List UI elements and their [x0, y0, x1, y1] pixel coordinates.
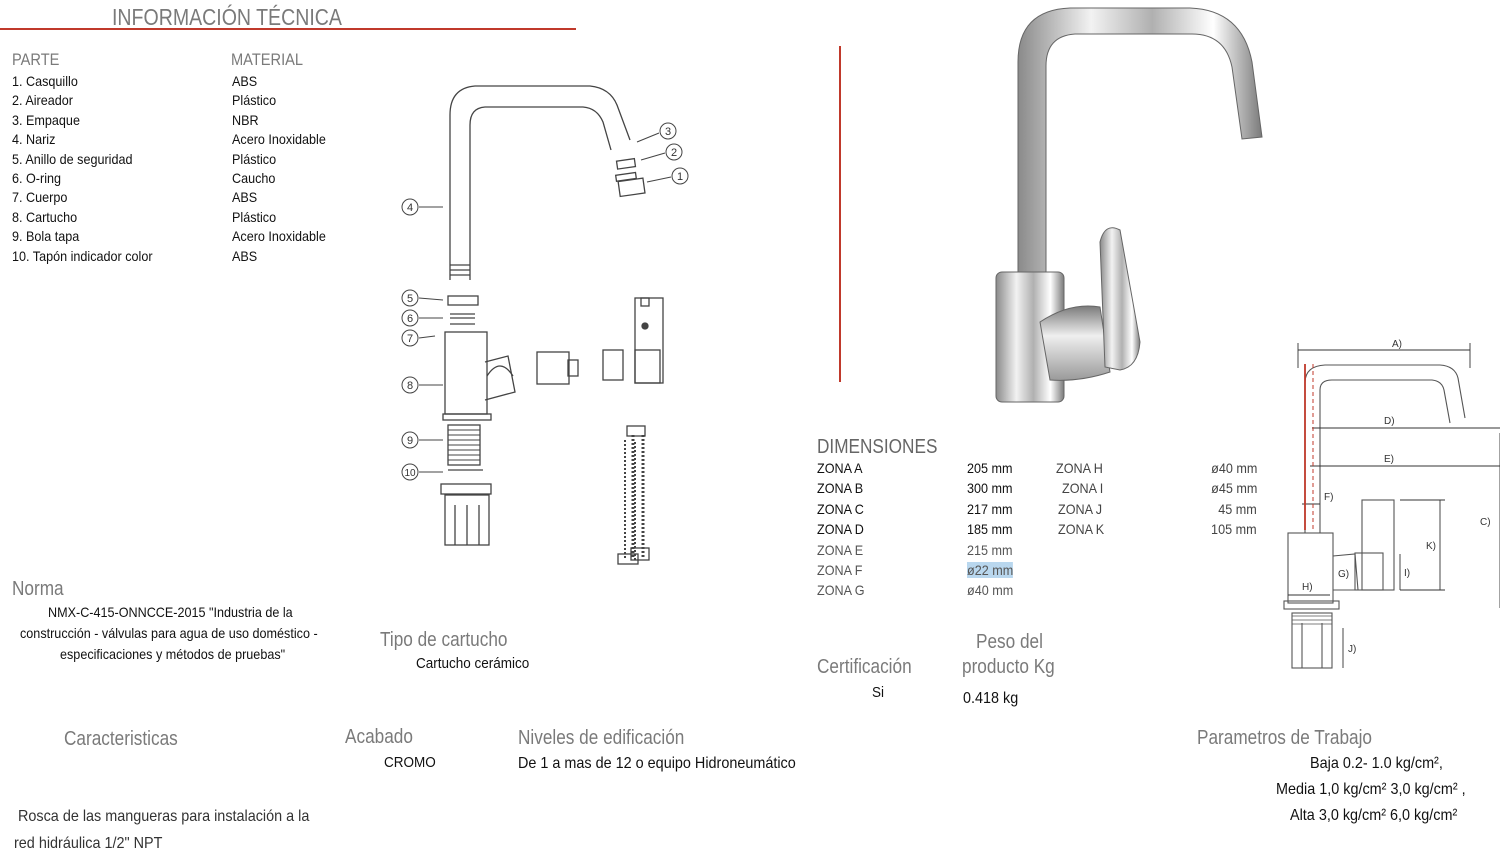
dim-label: J): [1348, 644, 1356, 655]
peso-value: 0.418 kg: [963, 690, 1019, 707]
part-name: 5. Anillo de seguridad: [12, 150, 133, 167]
acabado-heading: Acabado: [345, 726, 413, 748]
norma-heading: Norma: [12, 578, 64, 600]
dimension-zone: ZONA E: [817, 541, 864, 558]
caracteristicas-line-2: red hidráulica 1/2" NPT: [14, 835, 163, 852]
dimension-value: ø40 mm: [967, 582, 1014, 599]
dimensiones-heading: DIMENSIONES: [817, 436, 938, 458]
part-name: 1. Casquillo: [12, 73, 78, 89]
caracteristicas-heading: Caracteristicas: [64, 728, 178, 750]
norma-line-1: NMX-C-415-ONNCCE-2015 "Industria de la: [48, 604, 293, 620]
certificacion-heading: Certificación: [817, 656, 912, 678]
dimension-value: ø22 mm: [967, 562, 1014, 578]
callout-label: 10: [404, 468, 416, 479]
part-name: 7. Cuerpo: [12, 189, 68, 206]
dimension-zone: ZONA J: [1058, 500, 1103, 517]
dimension-zone: ZONA H: [1056, 460, 1103, 476]
callout-label: 2: [671, 147, 677, 159]
dimension-zone: ZONA G: [817, 582, 865, 599]
dimension-value: 215 mm: [967, 541, 1013, 558]
norma-line-2: construcción - válvulas para agua de uso…: [20, 625, 318, 641]
callout-label: 9: [407, 435, 413, 447]
dim-label: A): [1392, 339, 1402, 350]
part-material: Acero Inoxidable: [232, 228, 326, 245]
dimension-value: ø40 mm: [1210, 460, 1257, 476]
certificacion-value: Si: [872, 684, 885, 701]
exploded-view-diagram: 1 2 3 4 5 6 7 8 9 10: [401, 85, 689, 565]
caracteristicas-line-1: Rosca de las mangueras para instalación …: [18, 808, 310, 825]
cartucho-value: Cartucho cerámico: [416, 655, 530, 672]
parts-header-part: PARTE: [12, 50, 60, 69]
part-material: Plástico: [232, 92, 277, 109]
part-name: 2. Aireador: [12, 92, 73, 109]
page-title: INFORMACIÓN TÉCNICA: [112, 4, 342, 30]
dim-label: F): [1324, 492, 1333, 503]
dimension-value: ø45 mm: [1210, 480, 1257, 497]
dimension-zone: ZONA K: [1058, 521, 1105, 538]
part-name: 8. Cartucho: [12, 208, 78, 225]
part-material: ABS: [232, 189, 258, 206]
title-underline: [0, 28, 576, 30]
niveles-value: De 1 a mas de 12 o equipo Hidroneumático: [518, 755, 796, 772]
acabado-value: CROMO: [384, 754, 436, 771]
dim-label: H): [1302, 582, 1313, 593]
dimension-zone: ZONA F: [817, 562, 863, 578]
callout-label: 3: [665, 126, 671, 138]
niveles-heading: Niveles de edificación: [518, 727, 685, 749]
dimension-zone: ZONA A: [817, 460, 863, 476]
dimension-value: 45 mm: [1218, 500, 1257, 517]
callout-label: 7: [407, 333, 413, 345]
cartucho-heading: Tipo de cartucho: [380, 629, 508, 651]
callout-label: 5: [407, 293, 413, 305]
callout-label: 8: [407, 380, 413, 392]
dim-label: C): [1480, 517, 1491, 528]
part-name: 3. Empaque: [12, 111, 80, 128]
norma-line-3: especificaciones y métodos de pruebas": [60, 646, 286, 662]
parametros-heading: Parametros de Trabajo: [1197, 727, 1372, 749]
part-name: 10. Tapón indicador color: [12, 247, 153, 264]
callout-label: 4: [407, 202, 413, 214]
part-material: Acero Inoxidable: [232, 131, 326, 148]
dimension-drawing: A) D) E) F) C) K) I) G) H) J): [1283, 339, 1500, 669]
dimension-value: 205 mm: [967, 460, 1013, 476]
part-material: ABS: [232, 73, 258, 89]
dimension-zone: ZONA C: [817, 500, 864, 517]
parametros-line-3: Alta 3,0 kg/cm² 6,0 kg/cm²: [1290, 807, 1458, 824]
part-material: Plástico: [232, 150, 277, 167]
dimension-value: 217 mm: [967, 500, 1013, 517]
part-name: 9. Bola tapa: [12, 228, 80, 245]
dim-label: I): [1404, 568, 1410, 579]
dim-label: G): [1338, 569, 1349, 580]
vertical-divider: [839, 46, 841, 382]
dimension-zone: ZONA I: [1062, 480, 1104, 497]
dim-label: E): [1384, 454, 1394, 465]
peso-heading-line-1: Peso del: [976, 631, 1043, 653]
parts-header-material: MATERIAL: [231, 50, 304, 69]
part-name: 6. O-ring: [12, 170, 62, 186]
dimension-zone: ZONA D: [817, 521, 864, 538]
part-material: Plástico: [232, 208, 277, 225]
part-material: Caucho: [232, 170, 276, 186]
dimension-zone: ZONA B: [817, 480, 864, 497]
part-material: ABS: [232, 247, 258, 264]
parametros-line-2: Media 1,0 kg/cm² 3,0 kg/cm² ,: [1276, 781, 1466, 798]
parametros-line-1: Baja 0.2- 1.0 kg/cm²,: [1310, 755, 1443, 772]
dimension-value: 105 mm: [1211, 521, 1257, 538]
dimension-value: 185 mm: [967, 521, 1013, 538]
callout-label: 6: [407, 313, 413, 325]
callout-label: 1: [677, 171, 683, 183]
dim-label: D): [1384, 416, 1395, 427]
dim-label: K): [1426, 541, 1436, 552]
part-name: 4. Nariz: [12, 131, 56, 148]
peso-heading-line-2: producto Kg: [962, 656, 1055, 678]
dimension-value: 300 mm: [967, 480, 1013, 497]
part-material: NBR: [232, 111, 259, 128]
faucet-product-image: [995, 7, 1263, 403]
